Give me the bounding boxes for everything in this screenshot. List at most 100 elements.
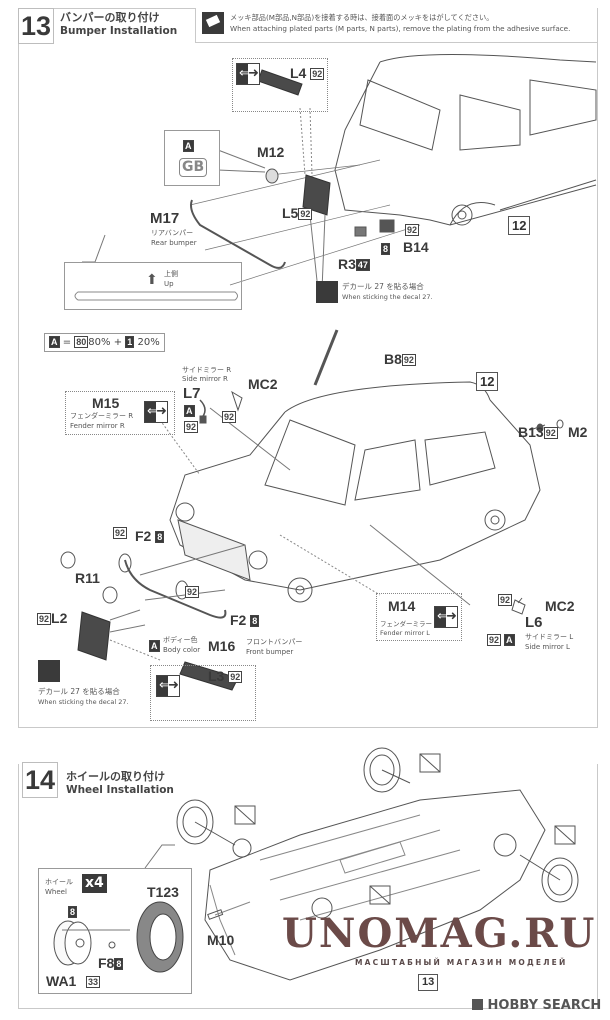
- part-B14: B14: [403, 239, 429, 255]
- flip-side-icon: ⇐➜: [156, 675, 180, 697]
- decal-icon: [316, 281, 338, 303]
- part-F2-top: F2 8: [135, 528, 165, 544]
- L7-color-A: A: [184, 405, 195, 417]
- part-F2-bottom: F2 8: [230, 612, 260, 628]
- step13-title-jp: バンパーの取り付け: [60, 11, 160, 24]
- B14-color-92: 92: [405, 224, 420, 236]
- watermark-subtitle: МАСШТАБНЫЙ МАГАЗИН МОДЕЛЕЙ: [355, 958, 568, 967]
- M17-label-en: Rear bumper: [151, 239, 197, 247]
- part-M17: M17: [150, 210, 180, 227]
- plating-warning-icon: [202, 12, 224, 34]
- fender-mirror-l-en: Fender mirror L: [380, 629, 430, 637]
- M14-flip-callout: [376, 593, 462, 641]
- side-mirror-r-jp: サイドミラー R: [182, 366, 232, 374]
- wheel-detail-box: [38, 868, 192, 994]
- decal-note-jp-front: デカール 27 を貼る場合: [38, 687, 120, 696]
- plating-note-en: When attaching plated parts (M parts, N …: [230, 24, 571, 33]
- step14-title: ホイールの取り付け Wheel Installation: [66, 768, 174, 796]
- wheel-label-en: Wheel: [45, 888, 67, 896]
- ring-color-92-top: 92: [113, 527, 128, 539]
- step14-frame: [18, 764, 598, 1009]
- front-car-body: [169, 399, 541, 591]
- color-A-badge: A: [183, 140, 194, 152]
- rear-car-roof: [379, 53, 597, 63]
- step14-title-jp: ホイールの取り付け: [66, 770, 165, 783]
- plating-note-jp: メッキ部品(M部品,N部品)を接着する時は、接着面のメッキをはがしてください。: [230, 13, 494, 22]
- rear-bumper: [190, 199, 286, 269]
- hobby-search-text: HOBBY SEARCH: [487, 998, 602, 1013]
- step13-title-en: Bumper Installation: [60, 25, 178, 37]
- B14-color-8: 8: [381, 243, 391, 255]
- up-label-en: Up: [164, 280, 174, 288]
- hobby-search-logo: HOBBY SEARCH: [472, 998, 601, 1014]
- part-M15: M15: [92, 395, 120, 411]
- plating-note: メッキ部品(M部品,N部品)を接着する時は、接着面のメッキをはがしてください。 …: [195, 8, 597, 43]
- part-L7: L7: [183, 385, 201, 402]
- hobby-search-icon: [472, 999, 483, 1010]
- rear-car-body: [334, 61, 597, 226]
- part-M14: M14: [388, 598, 416, 614]
- body-color-A: A: [149, 640, 160, 652]
- flip-side-icon: ⇐➜: [236, 63, 260, 85]
- M15-flip-callout: [65, 391, 175, 435]
- decal-icon: [38, 660, 60, 682]
- antenna: [313, 329, 339, 386]
- part-M16: M16: [208, 638, 236, 654]
- L7-color-92-b: 92: [184, 421, 199, 433]
- L6-color-92: 92: [487, 634, 502, 646]
- decal-note-en-rear: When sticking the decal 27.: [342, 293, 433, 301]
- part-T123: T123: [147, 884, 179, 900]
- wheel-color-8: 8: [68, 906, 78, 918]
- decal-note-jp-rear: デカール 27 を貼る場合: [342, 282, 424, 291]
- step14-number: 14: [22, 762, 58, 798]
- L3-flip-callout: [150, 665, 256, 721]
- wheel-label-jp: ホイール: [45, 878, 73, 886]
- watermark-unomag: UNOMAG.RU: [282, 910, 597, 957]
- M16-label-en: Front bumper: [246, 648, 294, 656]
- part-L3: L3 92: [208, 668, 243, 684]
- flip-side-icon: ⇐➜: [144, 401, 168, 423]
- L4-flip-callout: [232, 58, 328, 112]
- fender-mirror-r-jp: フェンダーミラー R: [70, 412, 134, 420]
- L7-color-92-a: 92: [222, 411, 237, 423]
- side-mirror-l-en: Side mirror L: [525, 643, 570, 651]
- up-label-jp: 上側: [164, 270, 178, 278]
- body-ref-12-front: 12: [476, 372, 499, 391]
- ring-color-92-bottom: 92: [185, 586, 200, 598]
- up-orientation-box: [64, 262, 242, 310]
- part-MC2-left: MC2: [545, 598, 575, 614]
- side-mirror-l-jp: サイドミラー L: [525, 633, 574, 641]
- decal-note-en-front: When sticking the decal 27.: [38, 698, 129, 706]
- part-R11: R11: [75, 570, 100, 586]
- body-color-jp: ボディー色: [163, 636, 198, 644]
- quantity-badge: x4: [82, 874, 107, 893]
- L6-color-92-top: 92: [498, 594, 513, 606]
- wheel-right: [541, 857, 579, 903]
- chassis-outline: [204, 789, 546, 981]
- side-mirror-r-en: Side mirror R: [182, 375, 228, 383]
- body-color-en: Body color: [163, 646, 201, 654]
- L5-plate: [302, 174, 331, 216]
- step14-title-en: Wheel Installation: [66, 784, 174, 796]
- wheel-left: [176, 799, 214, 845]
- L2-plate: [77, 611, 111, 661]
- front-grille: [177, 519, 251, 581]
- M16-label-jp: フロントバンパー: [246, 638, 303, 646]
- part-L6: L6: [525, 614, 543, 631]
- flip-side-icon: ⇐➜: [434, 606, 458, 628]
- part-M2: M2: [568, 424, 588, 440]
- body-ref-12-rear: 12: [508, 216, 531, 235]
- front-bumper: [124, 559, 227, 619]
- gb-badge: GB: [179, 158, 208, 177]
- part-L4: L4 92: [290, 65, 325, 81]
- wheel-top: [363, 747, 401, 793]
- part-WA1: WA1: [46, 973, 77, 989]
- windshield: [264, 419, 356, 506]
- part-M10: M10: [207, 932, 235, 948]
